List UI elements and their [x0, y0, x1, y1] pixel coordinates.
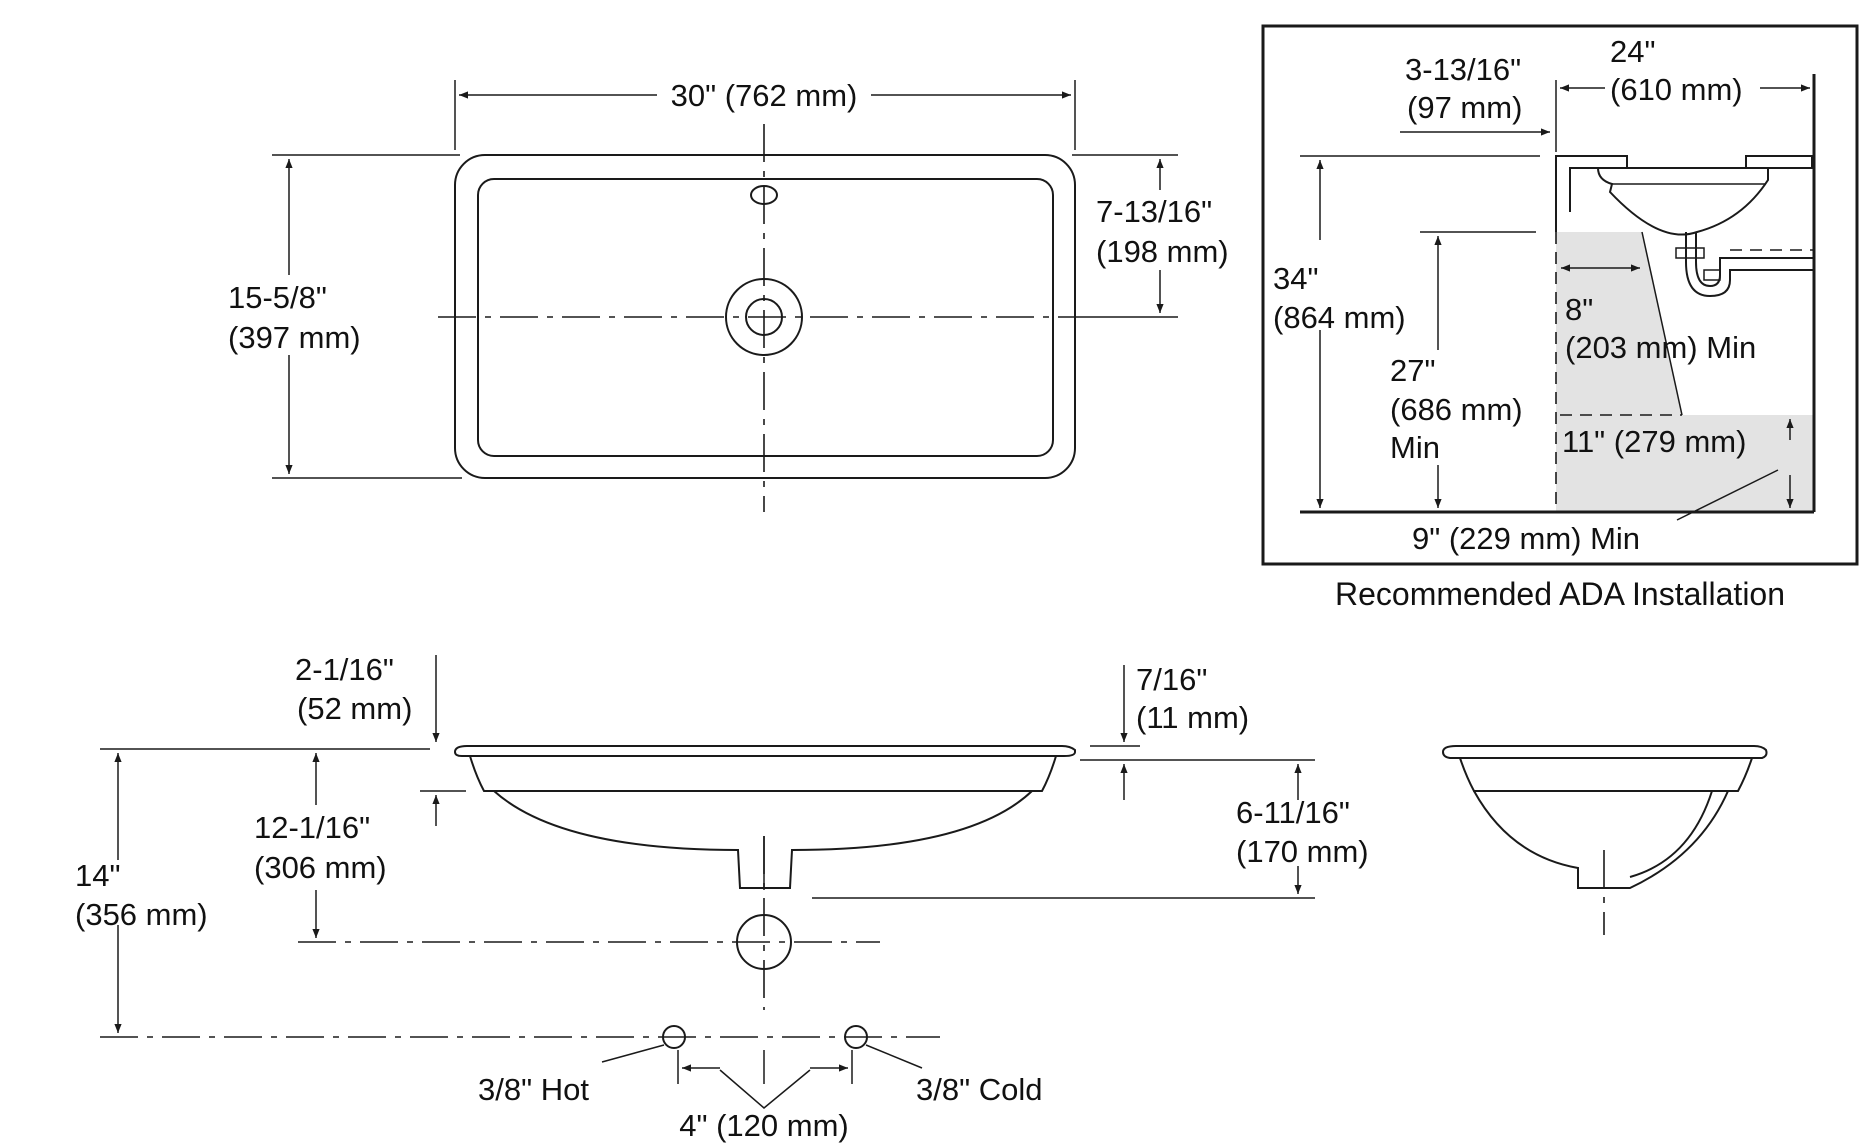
knee-clearance-label-line-2: (686 mm) — [1390, 392, 1523, 427]
side-rim — [1441, 745, 1768, 759]
ada-sink-bowl — [1596, 167, 1769, 236]
toe-height-label: 9" (229 mm) Min — [1412, 521, 1640, 556]
countertop — [1555, 155, 1628, 232]
supply-spacing-label: 4" (120 mm) — [679, 1108, 849, 1143]
knee-clearance-slope-line — [1641, 231, 1683, 416]
rim-thickness-label-line-2: (11 mm) — [1136, 700, 1249, 735]
rim-to-trap-label-line-1: 12-1/16" — [254, 810, 370, 845]
side-view — [1441, 745, 1768, 935]
basin-inner-bowl — [477, 178, 1054, 457]
hot-supply-label: 3/8" Hot — [478, 1072, 589, 1107]
cold-supply-label: 3/8" Cold — [916, 1072, 1042, 1107]
hot-supply-point — [662, 1025, 686, 1049]
front-view: 3/8" Hot 3/8" Cold 4" (120 mm) 2-1/16" (… — [75, 652, 1369, 1143]
ada-caption: Recommended ADA Installation — [1335, 576, 1785, 612]
front-rim — [453, 745, 1076, 757]
rim-to-supply-label-line-2: (356 mm) — [75, 897, 208, 932]
cold-supply-point — [844, 1025, 868, 1049]
top-view: 30" (762 mm) 15-5/8" (397 mm) 7-13/16" (… — [228, 78, 1229, 512]
ada-installation-detail: 3-13/16" (97 mm) 24" (610 mm) 34" (864 m… — [1261, 24, 1859, 612]
drain-offset-label-line-2: (198 mm) — [1096, 234, 1229, 269]
bowl-depth-label-line-1: 6-11/16" — [1236, 795, 1350, 830]
front-bowl-profile — [469, 755, 1057, 792]
knee-depth-label-line-2: (203 mm) Min — [1565, 330, 1756, 365]
rim-to-supply-label-line-1: 14" — [75, 858, 121, 893]
knee-clearance-zone — [1556, 232, 1814, 512]
knee-clearance-label-line-1: 27" — [1390, 353, 1436, 388]
wall-offset-label-line-2: (97 mm) — [1407, 90, 1522, 125]
depth-label-line-2: (397 mm) — [228, 320, 361, 355]
knee-depth-label-line-1: 8" — [1565, 292, 1593, 327]
depth-label-line-1: 15-5/8" — [228, 280, 327, 315]
counter-height-label-line-1: 34" — [1273, 261, 1319, 296]
toe-depth-label: 11" (279 mm) — [1562, 424, 1746, 459]
rim-to-overflow-label-line-1: 2-1/16" — [295, 652, 394, 687]
ada-width-label-line-1: 24" — [1610, 34, 1656, 69]
side-bowl-profile — [1473, 790, 1729, 889]
rim-thickness-label-line-1: 7/16" — [1136, 662, 1207, 697]
counter-height-label-line-2: (864 mm) — [1273, 300, 1406, 335]
drain-offset-label-line-1: 7-13/16" — [1096, 194, 1212, 229]
ada-width-label-line-2: (610 mm) — [1610, 72, 1743, 107]
wall-offset-label-line-1: 3-13/16" — [1405, 52, 1521, 87]
knee-clearance-label-line-3: Min — [1390, 430, 1440, 465]
width-label: 30" (762 mm) — [671, 78, 858, 113]
bowl-depth-label-line-2: (170 mm) — [1236, 834, 1369, 869]
rim-to-overflow-label-line-2: (52 mm) — [297, 691, 412, 726]
ada-p-trap — [1685, 232, 1814, 298]
rim-to-trap-label-line-2: (306 mm) — [254, 850, 387, 885]
ada-detail-frame — [1261, 24, 1859, 566]
